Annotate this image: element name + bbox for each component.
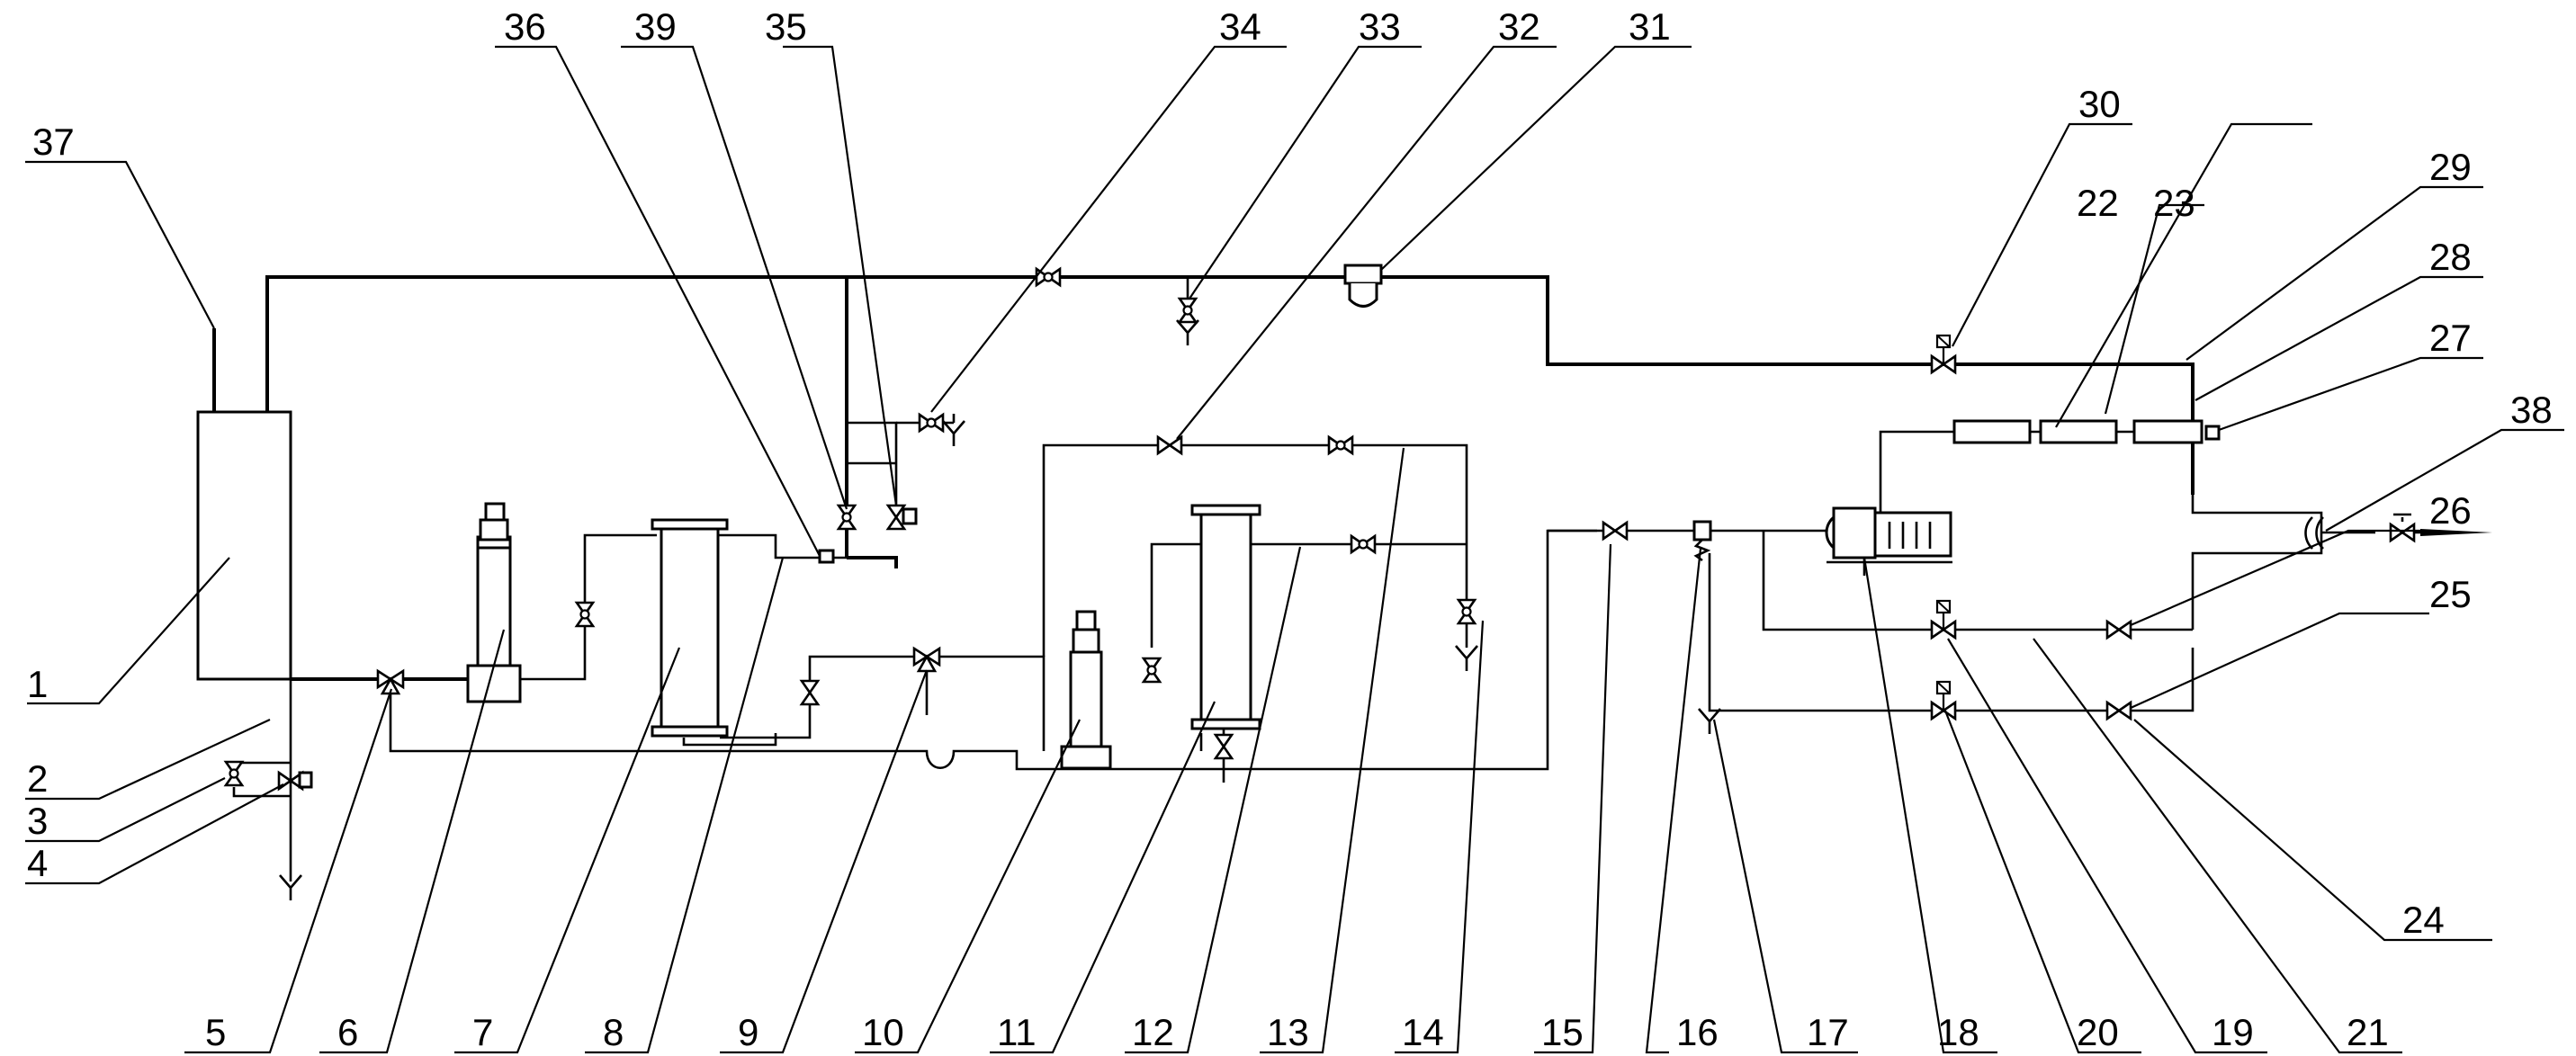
- drain-valve: [224, 760, 244, 787]
- gate-valve-32: [1156, 435, 1183, 455]
- sensor-element: [818, 549, 835, 564]
- callout-label-12: 12: [1132, 1011, 1174, 1053]
- callout-label-18: 18: [1937, 1011, 1979, 1053]
- outlet-flow-arrow: [2420, 529, 2492, 536]
- callout-label-16: 16: [1676, 1011, 1719, 1053]
- pump-outlet-valve: [575, 601, 595, 628]
- callout-label-38: 38: [2510, 389, 2553, 431]
- solenoid-valve-30: [1930, 334, 1957, 374]
- steam-trap: [1343, 264, 1383, 308]
- callout-label-29: 29: [2429, 146, 2472, 188]
- valve-pump-2-inlet: [1142, 657, 1162, 684]
- callout-label-14: 14: [1402, 1011, 1444, 1053]
- valve-13: [1327, 435, 1354, 455]
- callout-label-27: 27: [2429, 317, 2472, 359]
- gate-valve-15: [1602, 521, 1629, 541]
- callout-label-7: 7: [472, 1011, 493, 1053]
- pump-second-stage: [1060, 610, 1112, 770]
- callout-label-32: 32: [1498, 5, 1540, 48]
- callout-label-22: 22: [2077, 182, 2119, 224]
- callout-label-23: 23: [2153, 182, 2195, 224]
- solenoid-valve-20: [1930, 680, 1957, 720]
- solenoid-valve-35-actuator: [902, 507, 918, 525]
- three-way-valve-mid: [912, 647, 941, 673]
- callout-label-10: 10: [862, 1011, 904, 1053]
- callout-label-6: 6: [337, 1011, 358, 1053]
- callout-label-4: 4: [27, 842, 48, 884]
- callout-label-31: 31: [1629, 5, 1671, 48]
- filter-drain-valve: [1214, 733, 1234, 760]
- callout-label-3: 3: [27, 800, 48, 842]
- gate-valve-26: [2105, 620, 2132, 640]
- callout-label-15: 15: [1541, 1011, 1584, 1053]
- callout-label-8: 8: [603, 1011, 624, 1053]
- filter-first-stage: [651, 518, 729, 738]
- booster-pump: [1825, 506, 1952, 564]
- callout-label-28: 28: [2429, 236, 2472, 278]
- bypass-valve: [800, 679, 820, 706]
- callout-label-9: 9: [738, 1011, 758, 1053]
- solenoid-valve-35: [886, 504, 906, 531]
- outlet-valve: [2389, 513, 2416, 542]
- membrane-module-b: [2039, 419, 2118, 444]
- equipment: [196, 264, 2492, 770]
- sampling-valve-34: [918, 413, 945, 433]
- storage-tank: [196, 410, 292, 681]
- callout-label-37: 37: [32, 121, 75, 163]
- callout-leaders: [25, 45, 2564, 1054]
- sampling-valve: [1178, 297, 1198, 324]
- gate-valve-25: [2105, 701, 2132, 720]
- valve-12: [1350, 534, 1377, 554]
- callout-label-35: 35: [765, 5, 807, 48]
- callout-label-33: 33: [1359, 5, 1401, 48]
- callout-labels: 1 2 3 4 5 6 7 8 9 10 11 12 13 14 15 16 1…: [27, 5, 2553, 1053]
- callout-label-17: 17: [1807, 1011, 1849, 1053]
- callout-label-30: 30: [2078, 83, 2121, 125]
- callout-label-11: 11: [997, 1011, 1037, 1053]
- callout-label-19: 19: [2212, 1011, 2254, 1053]
- callout-label-34: 34: [1219, 5, 1261, 48]
- membrane-module-c: [2132, 419, 2204, 444]
- membrane-module-a: [1952, 419, 2032, 444]
- callout-label-20: 20: [2077, 1011, 2119, 1053]
- solenoid-valve-19: [1930, 599, 1957, 640]
- valve-14: [1457, 598, 1476, 625]
- callout-label-25: 25: [2429, 573, 2472, 615]
- check-valve: [1692, 520, 1712, 562]
- callout-label-5: 5: [205, 1011, 226, 1053]
- callout-label-26: 26: [2429, 489, 2472, 532]
- callout-label-1: 1: [27, 663, 48, 705]
- callout-label-13: 13: [1267, 1011, 1309, 1053]
- callout-label-21: 21: [2347, 1011, 2389, 1053]
- callout-label-36: 36: [504, 5, 546, 48]
- flow-sensor: [2204, 425, 2221, 441]
- filter-second-stage: [1190, 504, 1261, 730]
- callout-label-39: 39: [634, 5, 677, 48]
- drain-valve-actuator: [298, 771, 313, 789]
- piping: [232, 270, 2447, 881]
- callout-label-2: 2: [27, 757, 48, 800]
- pump-first-stage: [466, 502, 522, 703]
- callout-label-24: 24: [2402, 899, 2445, 941]
- valves: [224, 267, 2132, 791]
